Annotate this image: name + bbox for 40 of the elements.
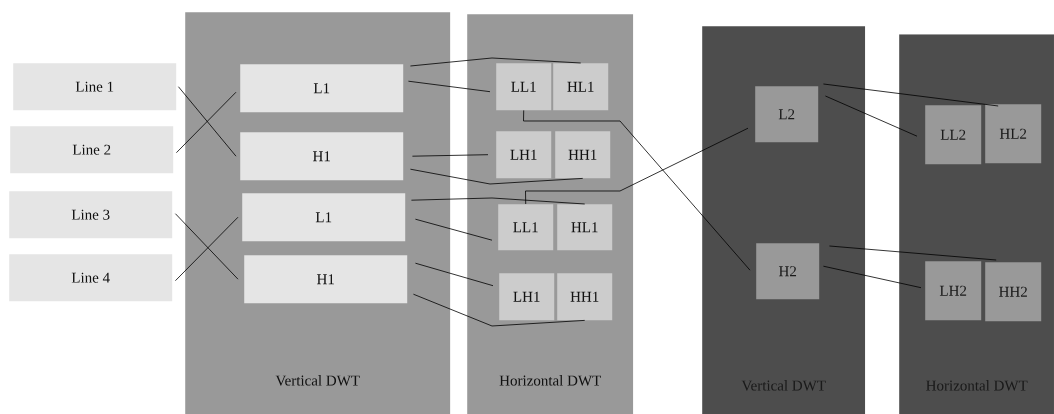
band-box: HH1 xyxy=(555,131,611,179)
connector-line xyxy=(525,127,749,205)
band-box: H1 xyxy=(244,255,408,304)
text-box: Line 2 xyxy=(10,126,174,174)
connector-line xyxy=(413,293,586,327)
connector-line xyxy=(829,245,997,261)
connector-line xyxy=(412,154,489,157)
band-box: LH1 xyxy=(496,131,552,179)
text-box: Line 4 xyxy=(9,254,173,302)
connector-line xyxy=(410,168,584,185)
text-box: Line 1 xyxy=(13,63,177,111)
band-box: LH2 xyxy=(925,261,982,321)
band-box: LL1 xyxy=(498,204,554,251)
connector-line xyxy=(410,57,582,67)
band-box: HL1 xyxy=(557,204,613,251)
band-box: L1 xyxy=(240,64,404,113)
connector-line xyxy=(823,83,999,107)
connector-line xyxy=(523,110,751,271)
panel-title: Horizontal DWT xyxy=(499,375,601,386)
band-box: LL2 xyxy=(925,105,982,165)
text-box: Line 3 xyxy=(9,191,173,239)
band-box: H2 xyxy=(756,243,820,300)
band-box: HH2 xyxy=(985,262,1042,322)
band-box: L2 xyxy=(755,86,819,143)
band-box: H1 xyxy=(240,132,404,181)
connector-line xyxy=(825,95,918,137)
connector-line xyxy=(823,265,922,289)
node-label: LL1 xyxy=(511,81,536,92)
connector-line xyxy=(408,80,491,93)
band-box: HL1 xyxy=(553,63,609,111)
band-box: LH1 xyxy=(499,273,555,321)
band-box: HL2 xyxy=(985,104,1042,164)
panel-title: Vertical DWT xyxy=(275,375,360,386)
connector-line xyxy=(415,218,493,241)
connector-line xyxy=(411,197,586,205)
band-box: L1 xyxy=(242,193,406,242)
connector-line xyxy=(415,262,494,287)
band-box: LL1 xyxy=(496,63,552,111)
node-label: HL1 xyxy=(567,81,594,92)
band-box: HH1 xyxy=(557,273,613,321)
